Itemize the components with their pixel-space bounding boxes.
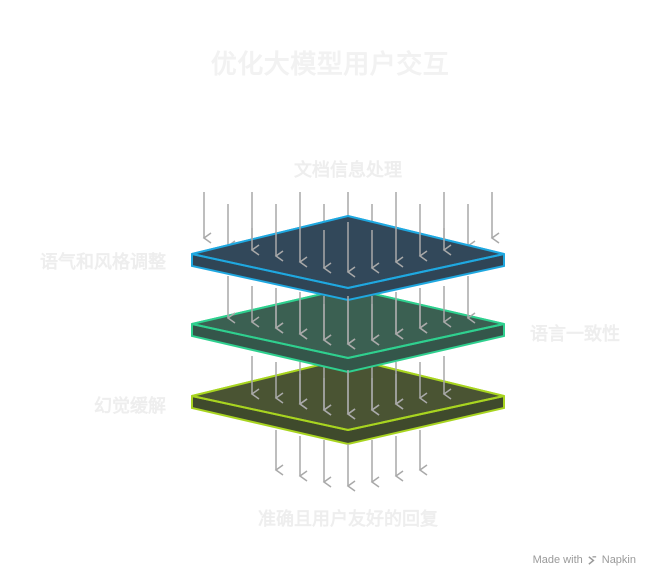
input-label: 文档信息处理 xyxy=(294,160,402,181)
layer-3-label: 幻觉缓解 xyxy=(94,396,166,417)
watermark-brand: Napkin xyxy=(601,554,636,566)
output-arrows xyxy=(274,430,428,492)
layer-1-label: 语气和风格调整 xyxy=(40,252,166,273)
output-label: 准确且用户友好的回复 xyxy=(258,509,438,530)
diagram-title: 优化大模型用户交互 xyxy=(210,50,450,80)
through-layer-2-arrows xyxy=(274,296,428,350)
napkin-logo-icon xyxy=(588,555,596,565)
watermark: Made with Napkin xyxy=(533,554,636,566)
watermark-prefix: Made with xyxy=(532,554,583,566)
through-layer-3-arrows xyxy=(298,370,404,420)
layer-2-label: 语言一致性 xyxy=(530,324,620,345)
through-layer-1-arrows xyxy=(250,222,452,278)
